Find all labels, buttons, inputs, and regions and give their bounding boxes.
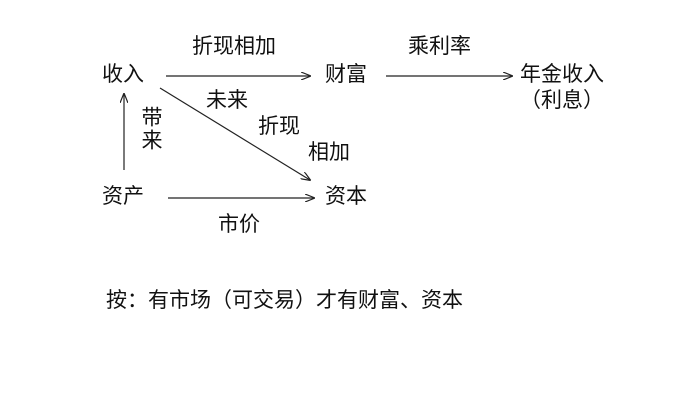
node-income: 收入 [102, 62, 144, 86]
label-income-to-wealth: 折现相加 [192, 34, 276, 58]
node-capital: 资本 [325, 184, 367, 208]
label-asset-to-income: 带来 [139, 106, 163, 152]
label-asset-to-capital: 市价 [218, 212, 260, 236]
label-income-to-capital-line2: 折现 [258, 114, 300, 138]
node-wealth: 财富 [325, 62, 367, 86]
diagram-note: 按：有市场（可交易）才有财富、资本 [106, 288, 463, 312]
node-annual-income: 年金收入 [520, 62, 604, 86]
edge-income-to-capital [159, 87, 310, 180]
label-wealth-to-annual: 乘利率 [408, 34, 471, 58]
label-income-to-capital-line1: 未来 [206, 88, 248, 112]
label-income-to-capital-line3: 相加 [308, 140, 350, 164]
node-interest: （利息） [520, 88, 604, 112]
node-asset: 资产 [102, 184, 144, 208]
